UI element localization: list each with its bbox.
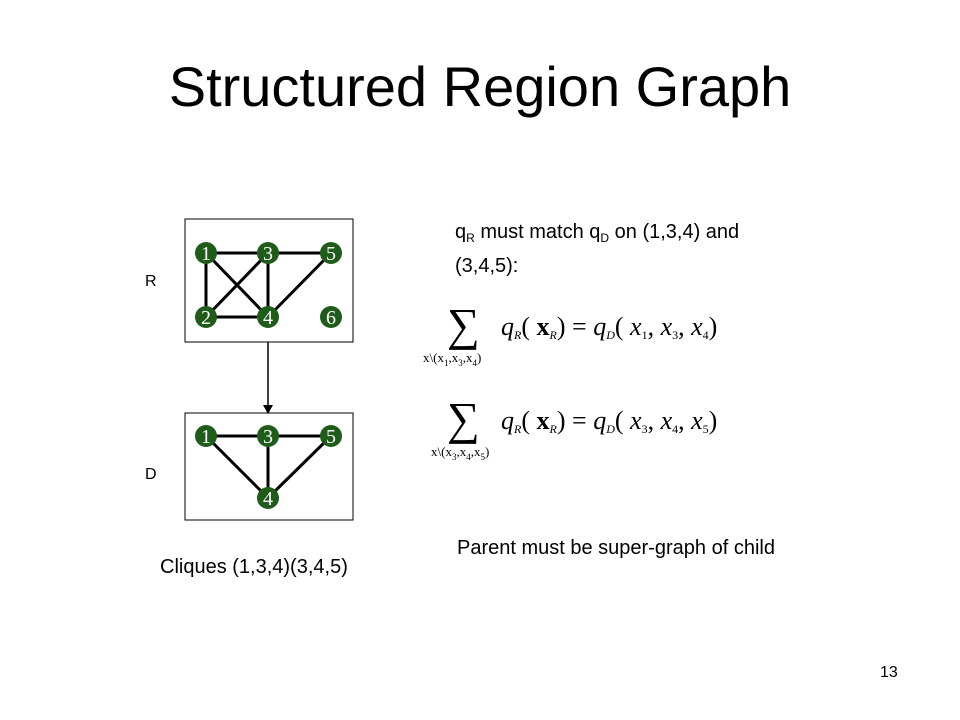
parent-supergraph-text: Parent must be super-graph of child bbox=[457, 537, 775, 559]
region-label-r: R bbox=[145, 273, 157, 290]
node-r-5-label: 5 bbox=[326, 243, 336, 265]
equation-1-body: qR( xR) = qD( x1, x3, x4) bbox=[501, 312, 718, 342]
node-r-1 bbox=[195, 242, 217, 264]
node-d-4-label: 4 bbox=[263, 488, 273, 510]
page-number: 13 bbox=[880, 664, 898, 681]
node-r-5 bbox=[320, 242, 342, 264]
node-r-1-label: 1 bbox=[201, 243, 211, 265]
sum-symbol: ∑ bbox=[447, 393, 480, 444]
cliques-caption: Cliques (1,3,4)(3,4,5) bbox=[160, 556, 348, 578]
node-d-3-label: 3 bbox=[263, 426, 273, 448]
graph-d-nodes: 1 3 5 4 bbox=[195, 425, 342, 510]
node-r-3 bbox=[257, 242, 279, 264]
node-r-6 bbox=[320, 306, 342, 328]
sum-subscript: x\(x1,x3,x4) bbox=[423, 350, 482, 368]
edge-r-4-5 bbox=[266, 251, 333, 319]
node-d-1-label: 1 bbox=[201, 426, 211, 448]
region-d-box bbox=[184, 412, 354, 521]
slide-title: Structured Region Graph bbox=[168, 55, 792, 118]
region-label-d: D bbox=[145, 466, 157, 483]
sum-symbol: ∑ bbox=[447, 299, 480, 350]
node-d-5 bbox=[320, 425, 342, 447]
edge-d-1-4 bbox=[204, 434, 270, 500]
node-d-1 bbox=[195, 425, 217, 447]
edge-d-5-4 bbox=[266, 434, 333, 500]
node-d-5-label: 5 bbox=[326, 426, 336, 448]
graph-r-nodes: 1 3 5 2 4 6 bbox=[195, 242, 342, 329]
sum-subscript: x\(x3,x4,x5) bbox=[431, 444, 490, 462]
node-r-4 bbox=[257, 306, 279, 328]
equation-2-body: qR( xR) = qD( x3, x4, x5) bbox=[501, 406, 718, 436]
match-constraint-text: qR must match qD on (1,3,4) and (3,4,5): bbox=[455, 221, 740, 277]
node-r-2-label: 2 bbox=[201, 307, 211, 329]
edge-r-3-2 bbox=[204, 251, 270, 319]
region-r-box bbox=[184, 218, 354, 343]
node-r-4-label: 4 bbox=[263, 307, 273, 329]
node-r-3-label: 3 bbox=[263, 243, 273, 265]
node-d-4 bbox=[257, 487, 279, 509]
equation-1: ∑ x\(x1,x3,x4) qR( xR) = qD( x1, x3, x4) bbox=[423, 299, 783, 374]
node-r-6-label: 6 bbox=[326, 307, 336, 329]
node-r-2 bbox=[195, 306, 217, 328]
node-d-3 bbox=[257, 425, 279, 447]
equation-2: ∑ x\(x3,x4,x5) qR( xR) = qD( x3, x4, x5) bbox=[423, 393, 783, 468]
arrow-head bbox=[263, 405, 273, 414]
